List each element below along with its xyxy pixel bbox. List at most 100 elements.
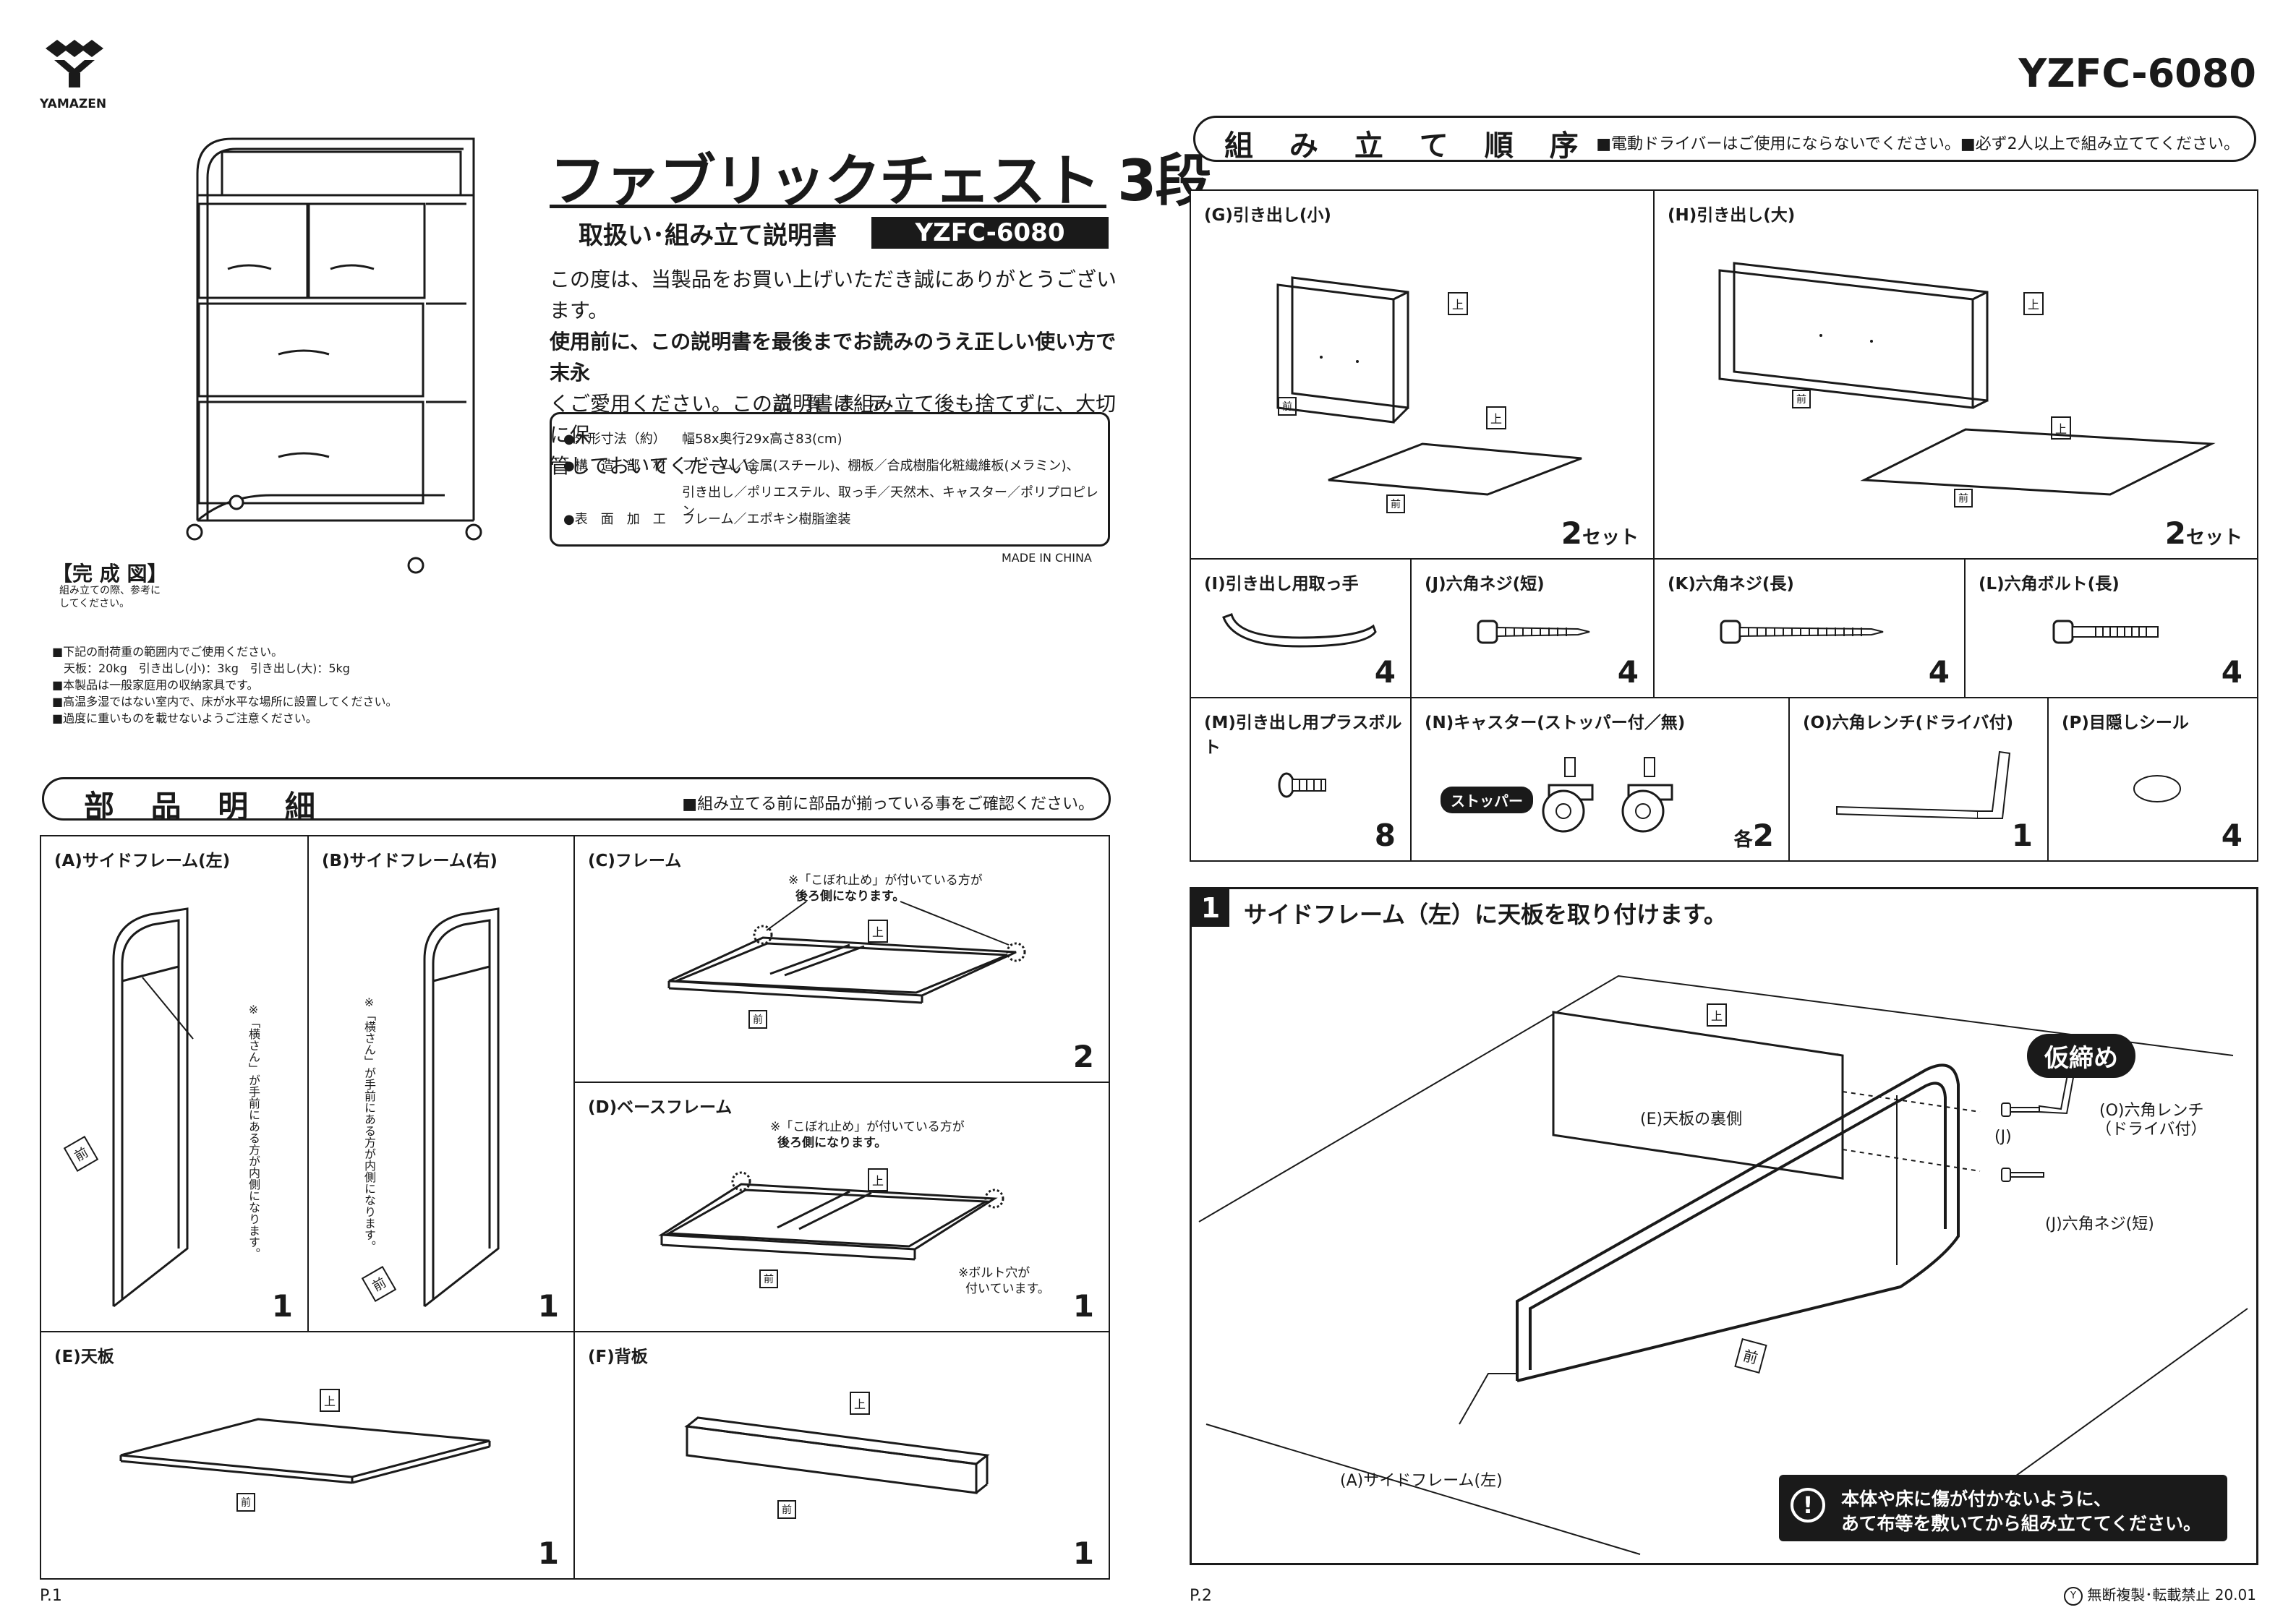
part-d-note-3: ※ボルト穴が <box>958 1266 1030 1280</box>
part-h-count: 2セット <box>2165 515 2242 551</box>
front-arrow-icon: 前 <box>777 1500 796 1519</box>
part-p-count: 4 <box>2221 818 2242 853</box>
quality-material-label: ●構 造 部 材 <box>563 458 666 474</box>
front-arrow-icon: 前 <box>361 1266 397 1302</box>
warning-text-2: あて布等を敷いてから組み立ててください。 <box>1841 1513 2202 1534</box>
yamazen-logo-icon <box>46 40 103 87</box>
made-in: MADE IN CHINA <box>1002 551 1092 565</box>
part-d-note-4: 付いています。 <box>965 1282 1050 1296</box>
stopper-label: ストッパー <box>1441 787 1533 813</box>
quality-heading: 品 質 表 示 <box>774 393 890 414</box>
part-n-title: (N)キャスター(ストッパー付／無) <box>1425 714 1686 732</box>
usage-note: ■過度に重いものを載せないようご注意ください。 <box>52 711 317 725</box>
quality-box: ●外形寸法（約） 幅58x奥行29x高さ83(cm) ●構 造 部 材 フレーム… <box>550 412 1110 547</box>
top-board-illustration <box>119 1418 491 1484</box>
part-a-note: ※「横さん」が手前にある方が内側になります。 <box>247 1003 260 1259</box>
warning-icon: ! <box>1791 1488 1825 1523</box>
side-frame-right-illustration <box>423 907 500 1308</box>
quality-finish-value: フレーム／エポキシ樹脂塗装 <box>682 512 851 527</box>
up-arrow-icon: 上 <box>1486 406 1507 429</box>
part-h-cell: (H)引き出し(大) 上 上 前 前 2セット <box>1653 189 2258 560</box>
intro-line: 管しておいてください。 <box>550 454 770 478</box>
wrench-label-2: （ドライバ付） <box>2096 1121 2207 1139</box>
part-i-cell: (I)引き出し用取っ手 4 <box>1190 558 1412 698</box>
part-c-cell: (C)フレーム ※「こぼれ止め」が付いている方が 後ろ側になります。 上 前 2 <box>573 835 1110 1083</box>
quality-finish-label: ●表 面 加 工 <box>563 512 666 527</box>
completed-note-2: してください。 <box>59 598 130 609</box>
frame-illustration <box>667 901 1026 1004</box>
up-arrow-icon: 上 <box>868 1168 889 1191</box>
phillips-bolt-icon <box>1278 772 1326 798</box>
order-section-title: 組 み 立 て 順 序 <box>1224 129 1592 163</box>
hex-bolt-long-icon <box>2052 620 2159 644</box>
parts-section-title: 部 品 明 細 <box>84 789 328 824</box>
part-e-title: (E)天板 <box>54 1348 114 1366</box>
part-d-title: (D)ベースフレーム <box>588 1098 733 1117</box>
part-g-count: 2セット <box>1561 515 1639 551</box>
up-arrow-icon: 上 <box>868 920 889 943</box>
part-d-cell: (D)ベースフレーム ※「こぼれ止め」が付いている方が 後ろ側になります。 上 … <box>573 1082 1110 1332</box>
step1-assembly-illustration <box>1198 975 2248 1555</box>
quality-material-value-1: フレーム／金属(スチール)、棚板／合成樹脂化粧繊維板(メラミン)、 <box>682 458 1080 474</box>
caster-with-stopper-icon <box>1542 757 1594 833</box>
step1-box: 1 サイドフレーム（左）に天板を取り付けます。 上 (E)天板の裏側 仮締 <box>1190 887 2258 1565</box>
completed-label: 【完 成 図】 <box>52 562 168 586</box>
part-e-count: 1 <box>537 1536 559 1571</box>
part-h-title: (H)引き出し(大) <box>1668 206 1796 225</box>
intro-line: 使用前に、この説明書を最後までお読みのうえ正しい使い方で末永 <box>550 330 1117 385</box>
part-o-count: 1 <box>2011 818 2033 853</box>
part-p-cell: (P)目隠しシール 4 <box>2047 697 2258 862</box>
part-i-title: (I)引き出し用取っ手 <box>1204 575 1359 594</box>
front-arrow-icon: 前 <box>1278 397 1297 416</box>
copyright-notice: Y 無断複製･転載禁止 20.01 <box>2064 1583 2256 1606</box>
part-c-count: 2 <box>1072 1039 1094 1074</box>
step1-title: サイドフレーム（左）に天板を取り付けます。 <box>1244 901 1727 928</box>
part-g-count-unit: セット <box>1582 527 1639 549</box>
part-n-count-prefix: 各 <box>1733 829 1753 851</box>
page-number-1: P.1 <box>40 1587 62 1605</box>
e-board-label: (E)天板の裏側 <box>1640 1110 1743 1129</box>
part-b-note: ※「横さん」が手前にある方が内側になります。 <box>362 995 376 1252</box>
part-j-count: 4 <box>1617 654 1639 690</box>
hex-wrench-icon <box>1836 750 2011 820</box>
order-section-note: ■電動ドライバーはご使用にならないでください。■必ず2人以上で組み立ててください… <box>1596 135 2240 153</box>
part-g-count-value: 2 <box>1561 515 1582 551</box>
intro-text: この度は、当製品をお買い上げいただき誠にありがとうございます。 使用前に、この説… <box>550 264 1121 481</box>
front-arrow-icon: 前 <box>759 1269 778 1288</box>
front-arrow-icon: 前 <box>1792 390 1811 408</box>
side-frame-label: (A)サイドフレーム(左) <box>1340 1472 1503 1490</box>
model-badge: YZFC-6080 <box>871 217 1109 249</box>
copyright-text: 無断複製･転載禁止 20.01 <box>2087 1586 2256 1603</box>
usage-note: ■高温多湿ではない室内で、床が水平な場所に設置してください。 <box>52 695 398 708</box>
j-short-label: (J) <box>1994 1128 2012 1146</box>
completed-chest-illustration <box>186 137 482 574</box>
page-number-2: P.2 <box>1190 1587 1212 1605</box>
up-arrow-icon: 上 <box>1448 292 1469 315</box>
warning-banner: ! 本体や床に傷が付かないように、 あて布等を敷いてから組み立ててください。 <box>1779 1475 2227 1541</box>
usage-note: ■本製品は一般家庭用の収納家具です。 <box>52 678 259 692</box>
part-d-note-1: ※「こぼれ止め」が付いている方が <box>770 1120 965 1134</box>
front-arrow-icon: 前 <box>1386 494 1405 513</box>
intro-line: くご愛用ください。この説明書は組み立て後も捨てずに、大切に保 <box>550 392 1117 447</box>
front-arrow-icon: 前 <box>748 1010 767 1029</box>
cover-sticker-icon <box>2133 775 2181 802</box>
manual-subtitle: 取扱い･組み立て説明書 <box>579 221 837 250</box>
part-l-count: 4 <box>2221 654 2242 690</box>
part-n-count-value: 2 <box>1752 818 1774 853</box>
front-arrow-icon: 前 <box>236 1493 255 1512</box>
part-a-cell: (A)サイドフレーム(左) ※「横さん」が手前にある方が内側になります。 前 1 <box>40 835 309 1332</box>
parts-section-note: ■組み立てる前に部品が揃っている事をご確認ください。 <box>682 795 1094 813</box>
brand-name: YAMAZEN <box>40 97 107 111</box>
parts-section-header: 部 品 明 細 ■組み立てる前に部品が揃っている事をご確認ください。 <box>42 777 1111 824</box>
part-j-cell: (J)六角ネジ(短) 4 <box>1410 558 1655 698</box>
part-a-title: (A)サイドフレーム(左) <box>54 852 231 870</box>
part-k-count: 4 <box>1928 654 1950 690</box>
hex-screw-short-icon <box>1477 620 1590 644</box>
back-board-illustration <box>684 1416 990 1494</box>
part-f-count: 1 <box>1072 1536 1094 1571</box>
warning-text-1: 本体や床に傷が付かないように、 <box>1841 1489 2112 1509</box>
part-a-count: 1 <box>271 1288 293 1324</box>
part-n-cell: (N)キャスター(ストッパー付／無) ストッパー 各2 <box>1410 697 1790 862</box>
part-l-title: (L)六角ボルト(長) <box>1979 575 2120 594</box>
up-arrow-icon: 上 <box>2051 416 2072 440</box>
